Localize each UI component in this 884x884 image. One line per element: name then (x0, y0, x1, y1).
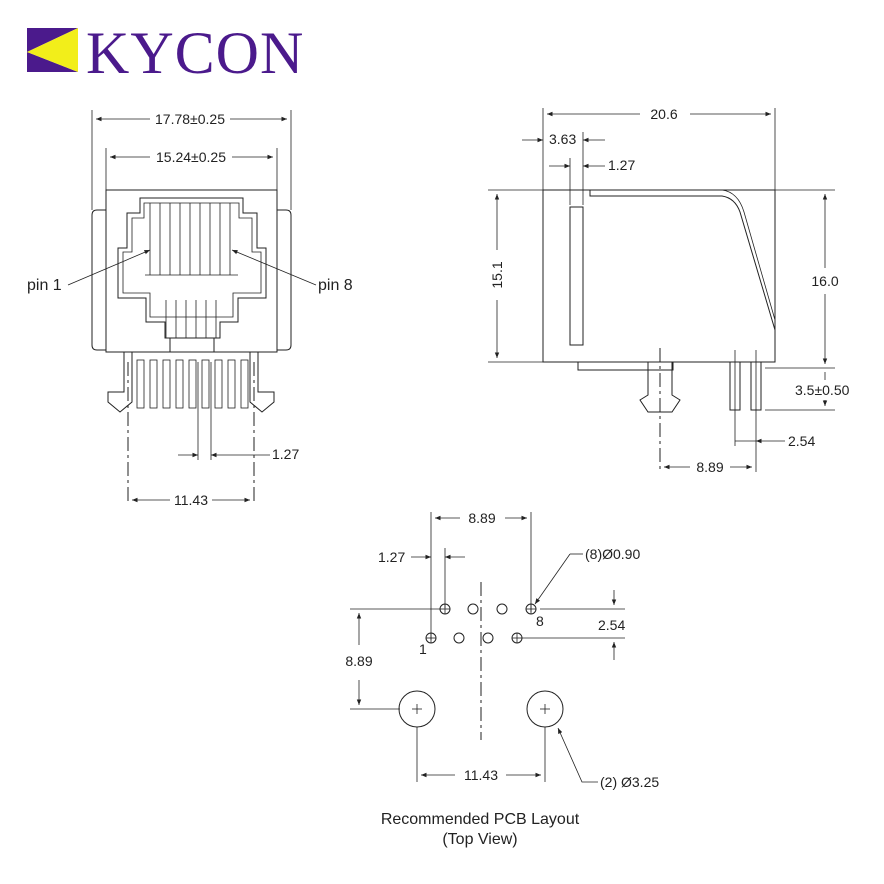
dim-post-spacing: 11.43 (174, 492, 208, 508)
logo-yellow-triangle (27, 28, 78, 72)
dim-pcb-pitch: 1.27 (378, 549, 405, 565)
label-pcb-pin-1: 1 (419, 641, 427, 657)
jack-body-front (105, 189, 278, 353)
dim-post-to-pin: 8.89 (696, 459, 723, 475)
pcb-layout-view: 8.89 1.27 (8)Ø0.90 8 1 (345, 510, 659, 848)
kycon-logo: KYCON (27, 20, 304, 86)
front-pins (136, 359, 249, 409)
logo-wordmark: KYCON (86, 20, 304, 86)
dim-pcb-post-spacing: 11.43 (464, 767, 498, 783)
dim-pcb-vertical: 8.89 (345, 653, 372, 669)
front-view: 17.78±0.25 15.24±0.25 (27, 110, 353, 508)
dim-pcb-row-span: 8.89 (468, 510, 495, 526)
dim-post-spec: (2) Ø3.25 (600, 774, 659, 790)
contact-lines (145, 203, 238, 338)
pcb-holes (425, 603, 537, 644)
dim-offset: 3.63 (549, 131, 576, 147)
dim-hole-spec: (8)Ø0.90 (585, 546, 640, 562)
dim-length: 20.6 (650, 106, 677, 122)
dim-pin-length: 3.5±0.50 (795, 382, 850, 398)
label-pin-1: pin 1 (27, 277, 62, 294)
caption-title: Recommended PCB Layout (381, 811, 580, 828)
dim-inner-width: 15.24±0.25 (156, 149, 226, 165)
side-view: 20.6 3.63 1.27 15.1 (488, 106, 850, 475)
port-opening (117, 197, 267, 339)
dim-pin-offset: 1.27 (608, 157, 635, 173)
jack-body-side (542, 189, 776, 363)
dim-overall-width: 17.78±0.25 (155, 111, 225, 127)
dim-pin-pitch: 1.27 (272, 446, 299, 462)
label-pcb-pin-8: 8 (536, 613, 544, 629)
dim-total-height: 16.0 (811, 273, 838, 289)
dim-pin-row-pitch: 2.54 (788, 433, 815, 449)
dim-pcb-row-pitch: 2.54 (598, 617, 625, 633)
label-pin-8: pin 8 (318, 277, 353, 294)
caption-subtitle: (Top View) (442, 831, 517, 848)
dim-height: 15.1 (489, 261, 505, 288)
